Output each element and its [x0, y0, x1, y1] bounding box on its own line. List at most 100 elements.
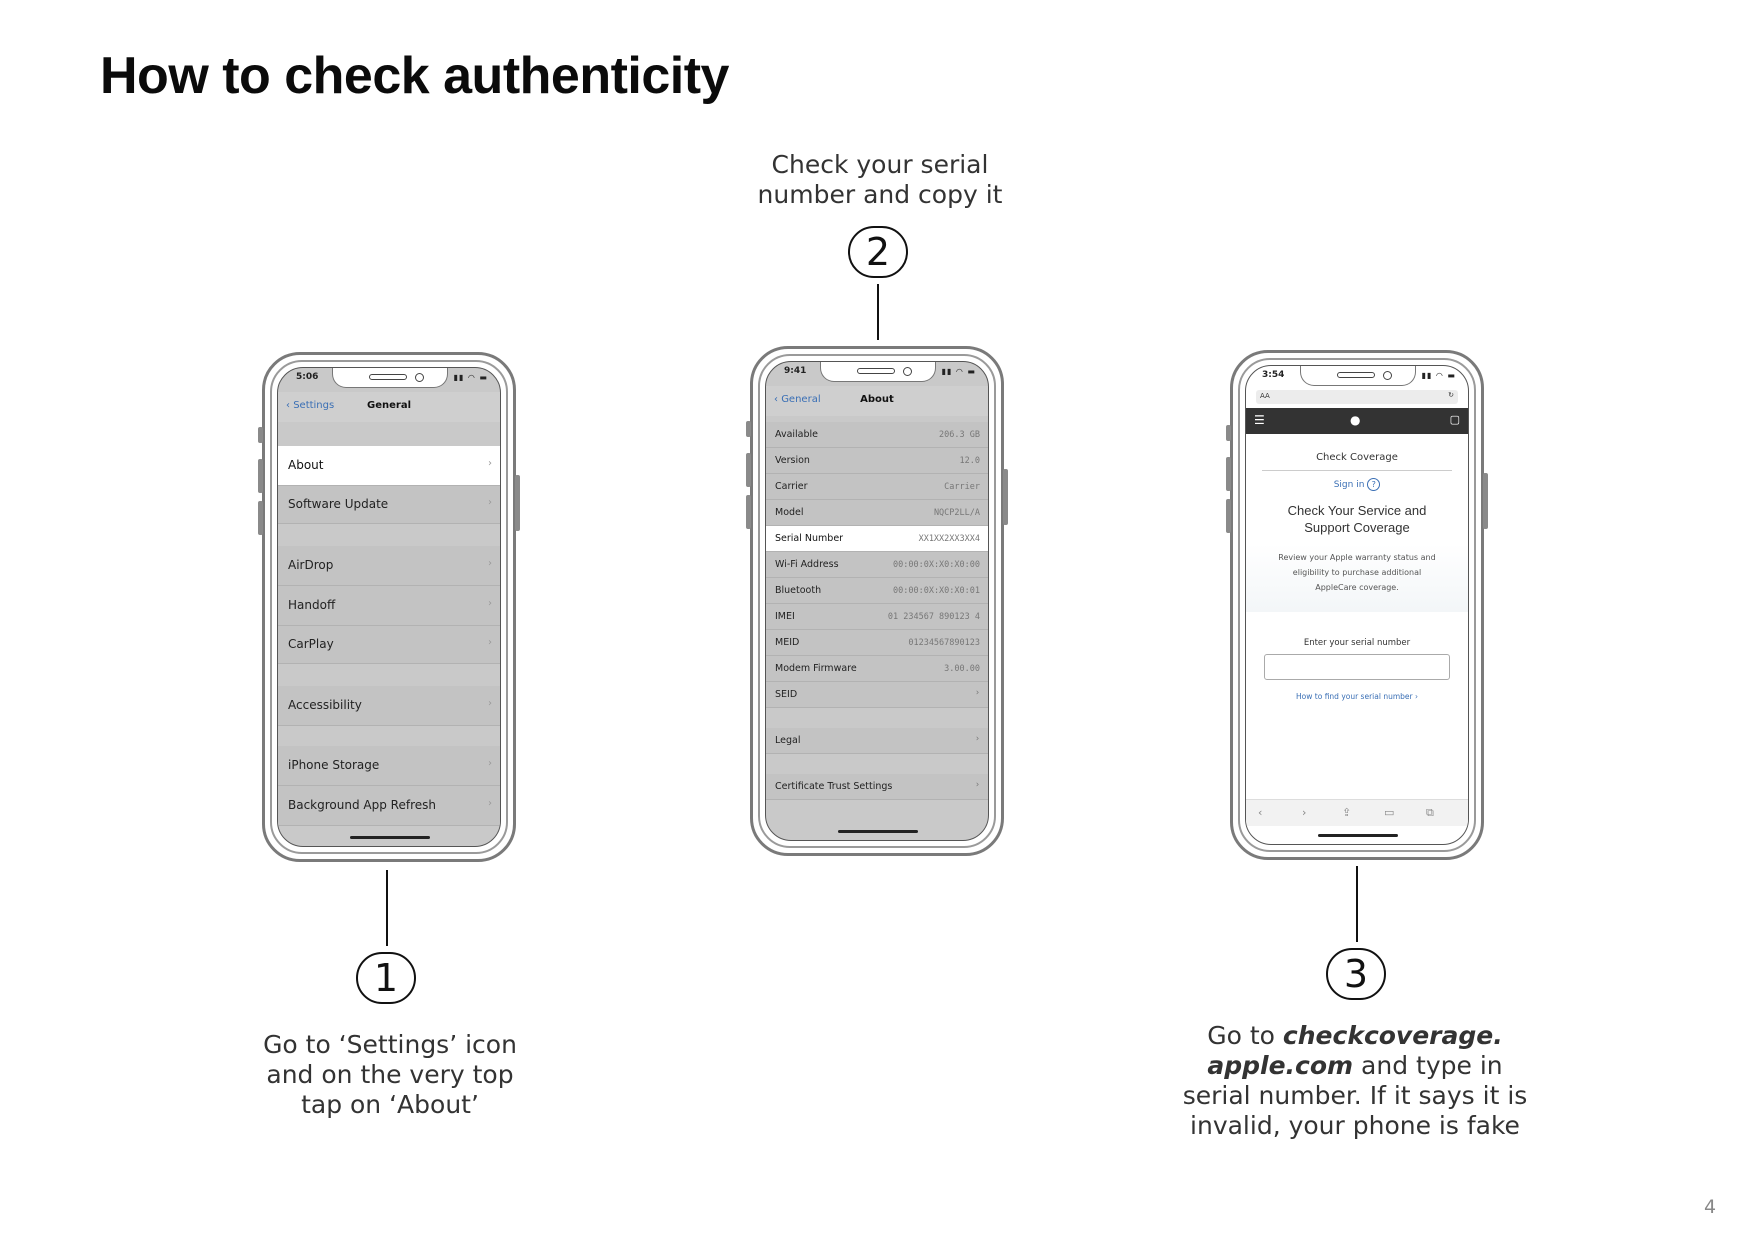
row-label: AirDrop — [288, 558, 334, 572]
text-size-button[interactable]: AA — [1260, 392, 1270, 400]
help-icon[interactable]: ? — [1367, 478, 1381, 491]
phone1-screen: 5:06 ▮▮ ◠ ▬ ‹ Settings General About › S… — [277, 367, 501, 847]
chevron-right-icon: › — [488, 758, 492, 769]
step3-number: 3 — [1343, 952, 1369, 996]
share-icon[interactable]: ⇪ — [1342, 806, 1352, 819]
settings-row-about[interactable]: About › — [278, 446, 500, 486]
chevron-right-icon: › — [488, 558, 492, 569]
phone-settings-general: 5:06 ▮▮ ◠ ▬ ‹ Settings General About › S… — [258, 352, 520, 862]
about-row-seid[interactable]: SEID› — [766, 682, 988, 708]
step1-caption: Go to ‘Settings’ icon and on the very to… — [220, 1030, 560, 1120]
status-time: 3:54 — [1262, 370, 1285, 380]
step1-caption-line: and on the very top — [266, 1060, 514, 1089]
back-button[interactable]: ‹ Settings — [286, 400, 335, 411]
home-indicator — [838, 830, 918, 833]
status-icons: ▮▮ ◠ ▬ — [1421, 371, 1456, 380]
chevron-right-icon: › — [974, 734, 980, 744]
about-row-certificate-trust[interactable]: Certificate Trust Settings› — [766, 774, 988, 800]
settings-row-background-app-refresh[interactable]: Background App Refresh › — [278, 786, 500, 826]
chevron-right-icon: › — [488, 497, 492, 508]
step1-number: 1 — [373, 956, 399, 1000]
about-row-legal[interactable]: Legal› — [766, 728, 988, 754]
step2-caption-line: number and copy it — [757, 180, 1003, 209]
step3-badge: 3 — [1326, 948, 1386, 1000]
row-label: Accessibility — [288, 698, 362, 712]
step3-caption: Go to checkcoverage. apple.com and type … — [1182, 1021, 1528, 1140]
back-arrow-icon[interactable]: ‹ — [1258, 806, 1263, 819]
chevron-right-icon: › — [488, 698, 492, 709]
step1-connector — [386, 870, 388, 946]
serial-number-input[interactable] — [1264, 654, 1450, 680]
apple-logo-icon[interactable]: ● — [1350, 413, 1361, 427]
bookmarks-icon[interactable]: ▭ — [1384, 806, 1395, 819]
status-icons: ▮▮ ◠ ▬ — [453, 373, 488, 382]
chevron-right-icon: › — [974, 780, 980, 790]
reload-icon[interactable]: ↻ — [1448, 391, 1454, 399]
page-title: How to check authenticity — [100, 47, 729, 105]
status-icons: ▮▮ ◠ ▬ — [941, 367, 976, 376]
step2-number: 2 — [865, 230, 891, 274]
step2-caption: Check your serial number and copy it — [700, 150, 1060, 210]
page-number: 4 — [1704, 1196, 1717, 1218]
tabs-icon[interactable]: ⧉ — [1426, 806, 1434, 819]
chevron-right-icon: › — [488, 458, 492, 469]
forward-arrow-icon[interactable]: › — [1302, 806, 1307, 819]
settings-row-accessibility[interactable]: Accessibility › — [278, 686, 500, 726]
step2-connector — [877, 284, 879, 340]
row-label: iPhone Storage — [288, 758, 380, 772]
row-label: Handoff — [288, 598, 336, 612]
step1-badge: 1 — [356, 952, 416, 1004]
settings-row-handoff[interactable]: Handoff › — [278, 586, 500, 626]
step3-connector — [1356, 866, 1358, 942]
status-time: 5:06 — [296, 372, 319, 382]
sign-in-link[interactable]: Sign in ? — [1246, 478, 1468, 491]
step2-badge: 2 — [848, 226, 908, 278]
home-indicator — [350, 836, 430, 839]
coverage-header: Check Coverage — [1316, 452, 1398, 463]
chevron-right-icon: › — [488, 598, 492, 609]
back-button[interactable]: ‹ General — [774, 394, 821, 405]
website-name: checkcoverage. — [1282, 1021, 1503, 1050]
menu-icon[interactable]: ☰ — [1254, 413, 1265, 427]
chevron-right-icon: › — [488, 798, 492, 809]
settings-row-airdrop[interactable]: AirDrop › — [278, 546, 500, 586]
apple-nav-bar: ☰ ● ▢ — [1246, 408, 1468, 434]
chevron-left-icon: ‹ — [286, 400, 294, 411]
row-label: CarPlay — [288, 637, 334, 651]
status-time: 9:41 — [784, 366, 807, 376]
website-name: apple.com — [1207, 1051, 1354, 1080]
settings-row-carplay[interactable]: CarPlay › — [278, 626, 500, 664]
step2-caption-line: Check your serial — [771, 150, 989, 179]
phone-check-coverage: 3:54 ▮▮ ◠ ▬ AA ↻ ☰ ● ▢ Check Coverage Si… — [1226, 350, 1488, 860]
row-label: Background App Refresh — [288, 798, 436, 812]
row-label: About — [288, 458, 324, 472]
home-indicator — [1318, 834, 1398, 837]
step1-caption-line: Go to ‘Settings’ icon — [263, 1030, 517, 1059]
serial-input-label: Enter your serial number — [1303, 638, 1411, 648]
coverage-heading: Check Your Service and Support Coverage — [1287, 503, 1427, 535]
find-serial-link[interactable]: How to find your serial number › — [1296, 692, 1418, 701]
step1-caption-line: tap on ‘About’ — [301, 1090, 479, 1119]
url-bar[interactable]: AA ↻ — [1256, 390, 1458, 404]
row-label: Software Update — [288, 497, 389, 511]
settings-row-iphone-storage[interactable]: iPhone Storage › — [278, 746, 500, 786]
nav-title: About — [860, 394, 894, 405]
phone3-screen: 3:54 ▮▮ ◠ ▬ AA ↻ ☰ ● ▢ Check Coverage Si… — [1245, 365, 1469, 845]
settings-row-software-update[interactable]: Software Update › — [278, 486, 500, 524]
chevron-right-icon: › — [974, 688, 980, 698]
nav-title: General — [367, 400, 411, 411]
bag-icon[interactable]: ▢ — [1449, 413, 1460, 426]
safari-toolbar: ‹ › ⇪ ▭ ⧉ — [1246, 799, 1468, 826]
chevron-right-icon: › — [488, 637, 492, 648]
